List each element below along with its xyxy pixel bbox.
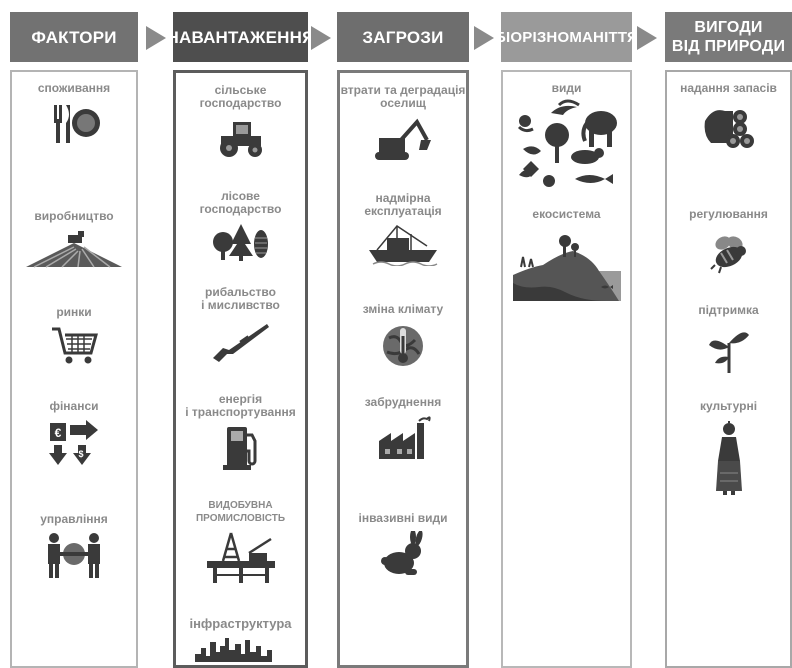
item-label: підтримка (698, 303, 759, 317)
panel-factors (10, 70, 138, 668)
item-overexploitation: надмірна експлуатація (337, 192, 469, 266)
item-label: сільське господарство (199, 83, 282, 110)
item-infrastructure: інфраструктура (173, 617, 308, 662)
item-extractive-industry: ВИДОБУВНА ПРОМИСЛОВІСТЬ (173, 499, 308, 583)
item-label: ВИДОБУВНА ПРОМИСЛОВІСТЬ (195, 500, 286, 524)
item-climate-change: зміна клімату (337, 303, 469, 370)
factory-icon (337, 415, 469, 459)
item-markets: ринки (10, 306, 138, 365)
item-label: ринки (56, 305, 92, 319)
plate-cutlery-icon (10, 101, 138, 145)
item-label: регулювання (689, 207, 768, 221)
item-consumption: споживання (10, 82, 138, 145)
item-label: енергія і транспортування (185, 392, 296, 419)
item-invasive-species: інвазивні види (337, 512, 469, 577)
panel-threats (337, 70, 469, 668)
item-label: виробництво (34, 209, 114, 223)
panel-biodiversity (501, 70, 632, 668)
fuel-pump-icon (173, 425, 308, 471)
item-label: рибальство і мисливство (201, 285, 280, 312)
svg-text:€: € (55, 426, 62, 440)
shopping-cart-icon (10, 325, 138, 365)
handshake-people-icon (10, 532, 138, 580)
header-benefits: ВИГОДИ ВІД ПРИРОДИ (665, 12, 792, 62)
seedling-icon (665, 325, 792, 373)
item-label: забруднення (364, 395, 442, 409)
bee-icon (665, 231, 792, 275)
item-label: споживання (37, 81, 111, 95)
item-finance: фінанси € $ (10, 400, 138, 467)
rifle-icon (173, 318, 308, 362)
item-provisioning: надання запасів (665, 82, 792, 149)
item-ecosystem: екосистема (501, 208, 632, 301)
harvester-field-icon (10, 229, 138, 269)
arrow-factors-to-pressures (146, 26, 166, 50)
trees-icon (173, 222, 308, 262)
excavator-icon (337, 116, 469, 164)
item-cultural: культурні (665, 400, 792, 495)
item-supporting: підтримка (665, 304, 792, 373)
fishing-boat-icon (337, 224, 469, 266)
item-label: втрати та деградація оселищ (340, 83, 466, 110)
item-label: надмірна експлуатація (364, 191, 442, 218)
oil-rig-icon (173, 531, 308, 583)
traditional-figure-icon (665, 421, 792, 495)
header-factors: ФАКТОРИ (10, 12, 138, 62)
item-governance: управління (10, 513, 138, 580)
item-agriculture: сільське господарство (173, 84, 308, 158)
header-threats: ЗАГРОЗИ (337, 12, 469, 62)
species-collage-icon (501, 99, 632, 193)
header-pressures: НАВАНТАЖЕННЯ (167, 12, 314, 62)
item-fishing-hunting: рибальство і мисливство (173, 286, 308, 362)
item-production: виробництво (10, 210, 138, 269)
ecosystem-landscape-icon (501, 227, 632, 301)
tractor-icon (173, 120, 308, 158)
item-label: зміна клімату (362, 302, 444, 316)
header-biodiversity: БІОРІЗНОМАНІТТЯ (495, 12, 638, 62)
item-forestry: лісове господарство (173, 190, 308, 262)
item-label: управління (40, 512, 108, 526)
city-skyline-icon (173, 634, 308, 662)
arrow-threats-to-biodiversity (474, 26, 494, 50)
item-label: фінанси (49, 399, 99, 413)
arrow-biodiversity-to-benefits (637, 26, 657, 50)
item-label: надання запасів (680, 81, 777, 95)
item-species: види (501, 82, 632, 193)
item-pollution: забруднення (337, 396, 469, 459)
arrow-pressures-to-threats (311, 26, 331, 50)
item-label: екосистема (532, 207, 601, 221)
log-stack-icon (665, 105, 792, 149)
item-habitat-loss: втрати та деградація оселищ (337, 84, 469, 164)
item-label: інвазивні види (358, 511, 448, 525)
item-label: культурні (699, 399, 758, 413)
item-label: види (551, 81, 582, 95)
item-label: інфраструктура (189, 616, 292, 631)
globe-thermometer-icon (337, 322, 469, 370)
item-regulating: регулювання (665, 208, 792, 275)
item-label: лісове господарство (199, 189, 282, 216)
rabbit-icon (337, 531, 469, 577)
svg-text:$: $ (78, 449, 83, 459)
item-energy-transport: енергія і транспортування (173, 393, 308, 471)
currency-exchange-icon: € $ (10, 419, 138, 467)
